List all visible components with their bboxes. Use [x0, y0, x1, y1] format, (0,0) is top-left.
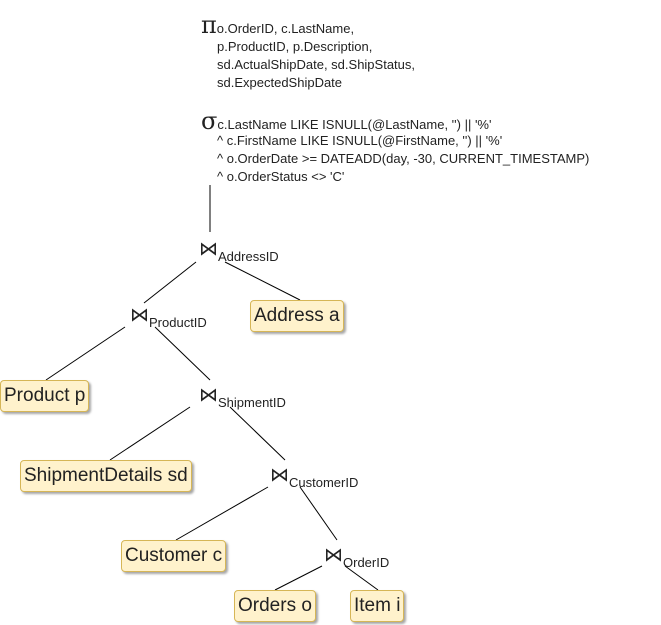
projection-line-4: sd.ExpectedShipDate [217, 75, 343, 90]
join-product-symbol: ⋈ [130, 304, 149, 326]
join-address: ⋈AddressID [199, 238, 279, 264]
join-product-key: ProductID [149, 315, 207, 330]
join-address-key: AddressID [218, 249, 279, 264]
edge-product-join-to-shipment-join [154, 326, 211, 381]
join-shipment-symbol: ⋈ [199, 384, 218, 406]
projection-line-1: o.OrderID, c.LastName, [216, 21, 355, 36]
selection-operator: σc.LastName LIKE ISNULL(@LastName, '') |… [201, 109, 491, 134]
edge-customer-join-to-customer-table [175, 486, 269, 541]
edge-order-join-to-item-table [344, 565, 379, 591]
edge-address-join-to-address-table [224, 261, 301, 301]
join-customer-symbol: ⋈ [270, 464, 289, 486]
projection-line-3: sd.ActualShipDate, sd.ShipStatus, [217, 57, 416, 72]
join-order: ⋈OrderID [324, 544, 389, 570]
selection-conditions: ^ c.FirstName LIKE ISNULL(@FirstName, ''… [217, 132, 589, 186]
projection-operator: πo.OrderID, c.LastName, [201, 13, 354, 38]
table-address[interactable]: Address a [250, 300, 344, 332]
join-customer: ⋈CustomerID [270, 464, 358, 490]
selection-line-3: ^ o.OrderDate >= DATEADD(day, -30, CURRE… [217, 151, 590, 166]
join-shipment: ⋈ShipmentID [199, 384, 286, 410]
edge-address-join-to-product-join [143, 261, 197, 304]
join-customer-key: CustomerID [289, 475, 359, 490]
table-customer[interactable]: Customer c [121, 540, 227, 572]
selection-line-1: c.LastName LIKE ISNULL(@LastName, '') ||… [217, 117, 492, 132]
selection-line-2: ^ c.FirstName LIKE ISNULL(@FirstName, ''… [217, 133, 503, 148]
projection-symbol: π [201, 11, 217, 39]
edge-customer-join-to-order-join [299, 486, 338, 541]
edge-shipment-join-to-customer-join [229, 406, 286, 461]
edge-shipment-join-to-shipmentdetails-table [109, 406, 191, 461]
projection-attributes: p.ProductID, p.Description, sd.ActualShi… [217, 38, 415, 92]
join-order-key: OrderID [343, 555, 390, 570]
selection-symbol: σ [201, 107, 218, 135]
join-shipment-key: ShipmentID [218, 395, 286, 410]
join-order-symbol: ⋈ [324, 544, 343, 566]
join-address-symbol: ⋈ [199, 238, 218, 260]
edge-order-join-to-orders-table [274, 565, 323, 591]
edge-product-join-to-product-table [45, 326, 126, 381]
table-product[interactable]: Product p [0, 380, 90, 412]
projection-line-2: p.ProductID, p.Description, [217, 39, 373, 54]
table-shipment-details[interactable]: ShipmentDetails sd [20, 460, 192, 492]
join-product: ⋈ProductID [130, 304, 207, 330]
table-item[interactable]: Item i [350, 590, 405, 622]
selection-line-4: ^ o.OrderStatus <> 'C' [217, 169, 345, 184]
table-orders[interactable]: Orders o [234, 590, 316, 622]
